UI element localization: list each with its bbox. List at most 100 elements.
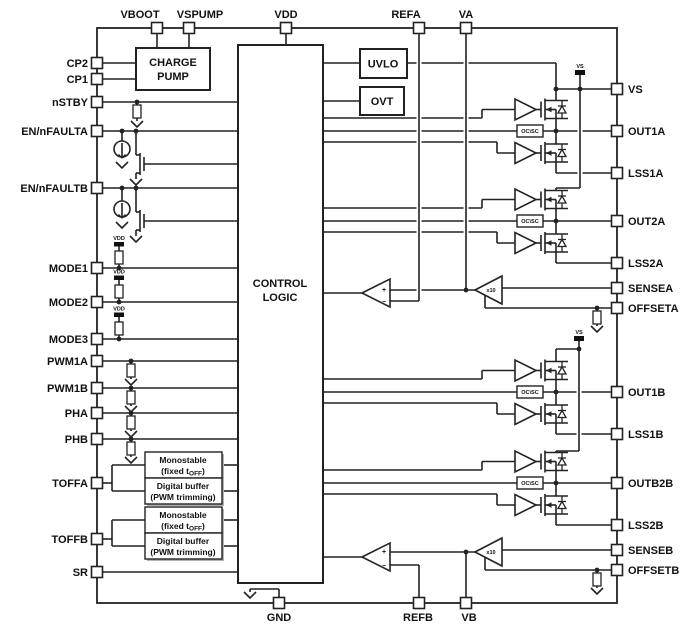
block-digital-buffer-a: [144, 477, 223, 505]
gate-driver-icon: [514, 402, 537, 426]
pin-label-sensea: SENSEA: [628, 283, 673, 295]
pin-out1b: [610, 385, 624, 399]
right-structures: [243, 70, 604, 599]
pin-pha: [90, 406, 104, 420]
mosfet-icon: [535, 402, 569, 426]
monostable-b-line1: Monostable: [159, 510, 206, 520]
sense-amp-b-icon: [473, 536, 503, 568]
pin-vb: [459, 596, 473, 610]
digital-buffer-a-line2: (PWM trimming): [150, 492, 215, 502]
block-digital-buffer-b: [144, 532, 223, 560]
mosfet-icon: [535, 358, 569, 383]
pin-toffb: [90, 532, 104, 546]
pin-vdd: [279, 21, 293, 35]
pin-label-pwm1a: PWM1A: [47, 356, 88, 368]
pin-label-refa: REFA: [391, 9, 420, 21]
vdd-flag-icon: [114, 312, 124, 317]
pin-label-outb2b: OUTB2B: [628, 478, 673, 490]
vs-flag-label: VS: [575, 330, 583, 336]
comparators: [360, 274, 503, 573]
mosfet-icon: [535, 97, 569, 122]
digital-buffer-a-line1: Digital buffer: [157, 481, 210, 491]
uvlo-title: UVLO: [368, 59, 399, 71]
pin-out2a: [610, 214, 624, 228]
pin-label-cp1: CP1: [67, 74, 88, 86]
pin-label-phb: PHB: [65, 434, 88, 446]
pin-cp1: [90, 72, 104, 86]
block-toffb-group: [144, 506, 224, 561]
pin-refa: [412, 21, 426, 35]
vdd-flag-label: VDD: [113, 307, 125, 313]
mosfet-icon: [535, 187, 569, 212]
resistor: [132, 104, 142, 119]
current-source-icon: [113, 140, 131, 159]
pin-label-out1b: OUT1B: [628, 387, 665, 399]
pin-en-nfaultb: [90, 181, 104, 195]
pin-lss1b: [610, 427, 624, 441]
monostable-a-line2: (fixed tOFF): [161, 466, 205, 478]
pin-nstby: [90, 95, 104, 109]
gate-driver-icon: [514, 188, 537, 211]
plus-sign: +: [382, 549, 386, 556]
block-monostable-a: [144, 451, 223, 479]
pin-label-vspump: VSPUMP: [177, 9, 223, 21]
pin-mode1: [90, 261, 104, 275]
vs-flag-icon: [575, 70, 585, 75]
block-uvlo: [359, 48, 408, 79]
pin-label-en-nfaultb: EN/nFAULTB: [20, 183, 88, 195]
pin-sr: [90, 565, 104, 579]
pin-label-pha: PHA: [65, 408, 88, 420]
ground-icon: [129, 178, 143, 186]
mosfet-icon: [535, 231, 569, 255]
charge-pump-title-2: PUMP: [157, 71, 189, 83]
pin-label-pwm1b: PWM1B: [47, 383, 88, 395]
pin-sensea: [610, 281, 624, 295]
ocsc-label: OC\SC: [521, 219, 538, 225]
pin-lss2b: [610, 518, 624, 532]
ground-icon: [124, 456, 138, 464]
pin-label-refb: REFB: [403, 612, 433, 624]
pin-lss2a: [610, 256, 624, 270]
digital-buffer-b-line1: Digital buffer: [157, 536, 210, 546]
digital-buffer-b-line2: (PWM trimming): [150, 547, 215, 557]
pin-label-toffb: TOFFB: [52, 534, 89, 546]
vs-flag-icon: [574, 336, 584, 341]
pin-pwm1b: [90, 381, 104, 395]
pin-label-mode3: MODE3: [49, 334, 88, 346]
resistor: [592, 310, 602, 325]
ground-icon: [129, 235, 143, 243]
pin-label-out2a: OUT2A: [628, 216, 665, 228]
control-logic-title-2: LOGIC: [263, 292, 298, 304]
pin-label-out1a: OUT1A: [628, 126, 665, 138]
pin-label-senseb: SENSEB: [628, 545, 673, 557]
ground-icon: [124, 430, 138, 438]
pin-label-lss1b: LSS1B: [628, 429, 664, 441]
block-charge-pump: [135, 47, 211, 91]
pin-toffa: [90, 476, 104, 490]
pin-label-nstby: nSTBY: [52, 97, 89, 109]
pin-label-cp2: CP2: [67, 58, 88, 70]
block-toffa-group: [144, 451, 224, 506]
ground-icon: [115, 221, 129, 229]
pin-label-vboot: VBOOT: [120, 9, 159, 21]
comparator-b-icon: [360, 541, 391, 573]
ocsc-label: OC\SC: [521, 390, 538, 396]
pin-mode3: [90, 332, 104, 346]
resistor: [126, 415, 136, 430]
pin-label-toffa: TOFFA: [52, 478, 88, 490]
ground-icon: [243, 591, 257, 599]
block-ovt: [359, 86, 405, 116]
pin-label-offseta: OFFSETA: [628, 303, 679, 315]
pin-label-vb: VB: [461, 612, 476, 624]
pin-offsetb: [610, 563, 624, 577]
ground-icon: [115, 161, 129, 169]
wires-vertical-cased: [416, 33, 583, 598]
pin-label-lss2b: LSS2B: [628, 520, 664, 532]
pin-label-mode2: MODE2: [49, 297, 88, 309]
pin-phb: [90, 432, 104, 446]
ovt-title: OVT: [371, 96, 394, 108]
ground-icon: [590, 587, 604, 595]
pin-offseta: [610, 301, 624, 315]
ground-icon: [124, 378, 138, 386]
